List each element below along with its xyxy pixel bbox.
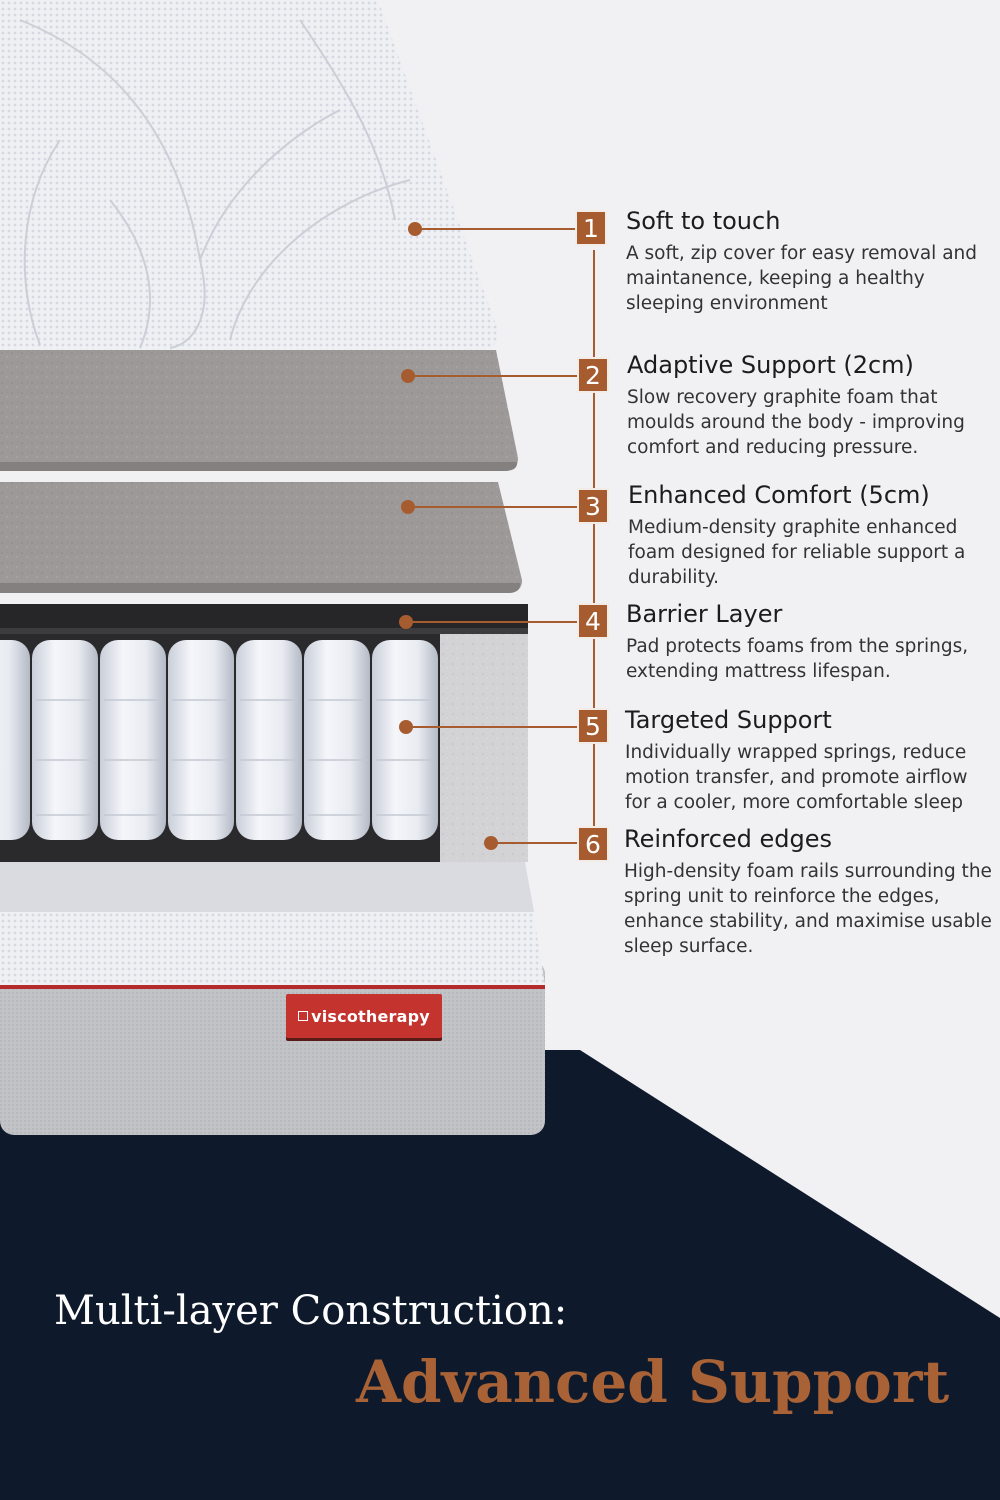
callout-number-1: 1 bbox=[575, 210, 607, 246]
callout-title-5: Targeted Support bbox=[625, 706, 832, 734]
leader-dot-5 bbox=[399, 720, 413, 734]
callout-number-4: 4 bbox=[577, 603, 609, 639]
callout-desc-1: A soft, zip cover for easy removal and m… bbox=[626, 243, 978, 314]
pocket-springs bbox=[0, 640, 438, 840]
edge-foam-rail bbox=[440, 632, 528, 862]
callout-title-1: Soft to touch bbox=[626, 207, 781, 235]
callout-desc-4: Pad protects foams from the springs, ext… bbox=[626, 636, 969, 682]
callout-dots bbox=[399, 222, 498, 850]
adaptive-foam-layer bbox=[0, 350, 518, 470]
callout-desc-2: Slow recovery graphite foam that moulds … bbox=[627, 387, 965, 458]
callout-desc-5: Individually wrapped springs, reduce mot… bbox=[625, 742, 968, 813]
soft-cover-layer bbox=[0, 0, 499, 350]
callout-number-3: 3 bbox=[577, 488, 609, 524]
callout-desc-3: Medium-density graphite enhanced foam de… bbox=[628, 517, 966, 588]
callout-number-2: 2 bbox=[577, 357, 609, 393]
leader-dot-3 bbox=[401, 500, 415, 514]
brand-mark-icon bbox=[298, 1011, 309, 1021]
callout-title-4: Barrier Layer bbox=[626, 600, 783, 628]
footer-subtitle: Multi-layer Construction: bbox=[54, 1288, 568, 1334]
leader-dot-4 bbox=[399, 615, 413, 629]
leader-dot-6 bbox=[484, 836, 498, 850]
callout-number-6: 6 bbox=[577, 826, 609, 862]
navy-background bbox=[0, 1050, 1000, 1500]
callout-title-6: Reinforced edges bbox=[624, 825, 833, 853]
brand-logo-tag: viscotherapy bbox=[286, 994, 442, 1038]
footer-headline: Advanced Support bbox=[356, 1348, 950, 1416]
callout-title-3: Enhanced Comfort (5cm) bbox=[628, 481, 930, 509]
callout-leaders bbox=[406, 228, 577, 844]
callout-desc-6: High-density foam rails surrounding the … bbox=[624, 861, 992, 957]
callout-title-2: Adaptive Support (2cm) bbox=[627, 351, 914, 379]
leader-dot-2 bbox=[401, 369, 415, 383]
brand-name: viscotherapy bbox=[311, 1006, 430, 1026]
comfort-foam-layer bbox=[0, 482, 522, 592]
leader-dot-1 bbox=[408, 222, 422, 236]
callout-number-5: 5 bbox=[577, 708, 609, 744]
